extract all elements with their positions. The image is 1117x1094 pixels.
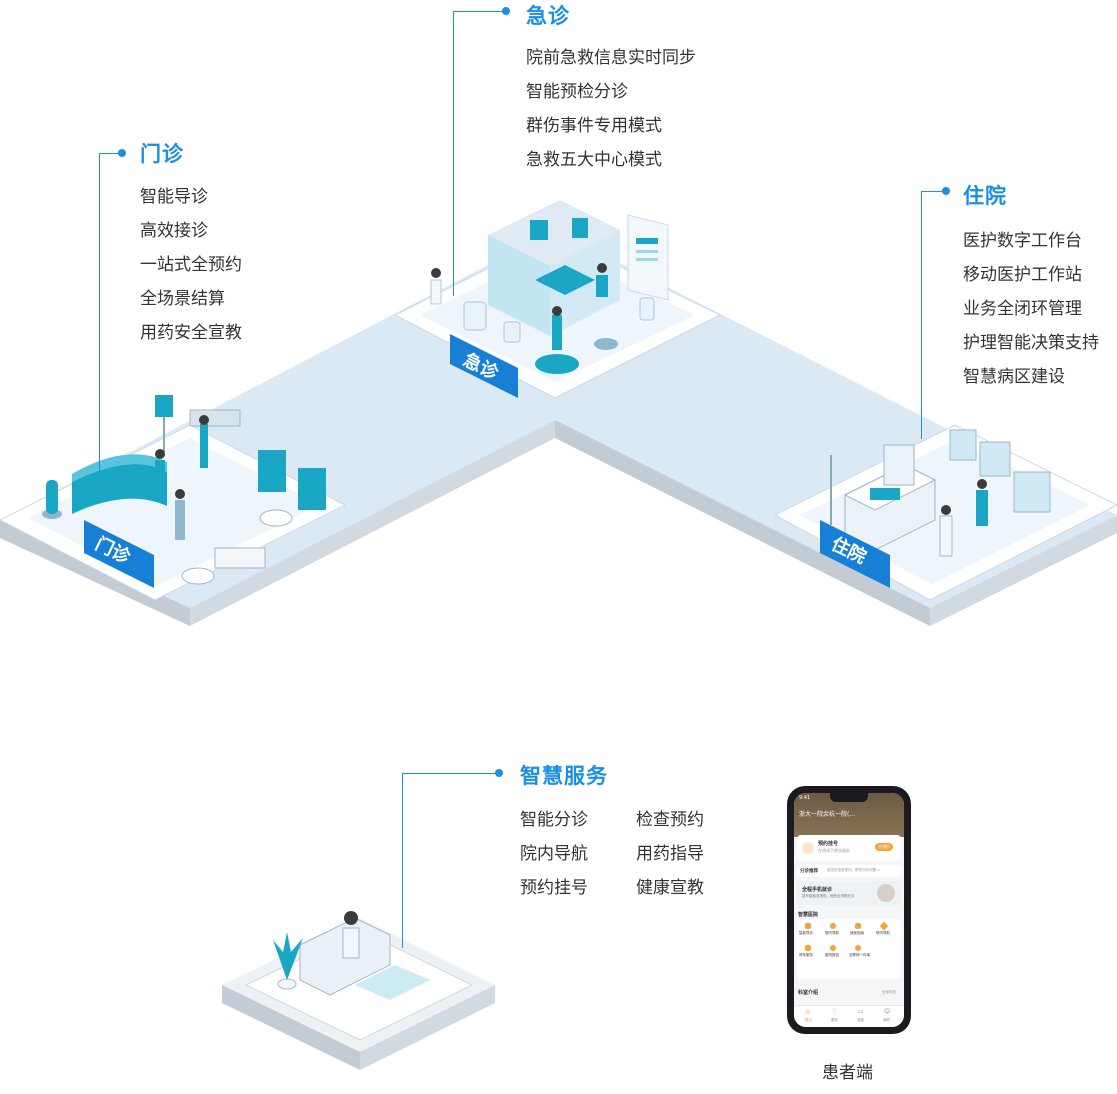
smart-service-title: 智慧服务 (520, 764, 608, 788)
tab-message[interactable]: 消息 (857, 1018, 864, 1022)
smart-service-col2: 检查预约 用药指导 健康宣教 (636, 803, 704, 905)
smart-service-leader-v (402, 773, 403, 948)
emergency-list: 院前急救信息实时同步 智能预检分诊 群伤事件专用模式 急救五大中心模式 (526, 41, 696, 177)
hospital-name[interactable]: 浙大一院余杭一院(... (799, 811, 856, 818)
smart-service-leader-h (402, 773, 498, 774)
emergency-leader-h (453, 11, 508, 12)
smart-hospital-title: 智慧医院 (798, 912, 819, 918)
outpatient-leader-h (99, 153, 121, 154)
emergency-title: 急诊 (526, 4, 570, 28)
outpatient-platform: 门诊 (0, 395, 347, 601)
outpatient-dot (118, 149, 126, 157)
navigation-icon[interactable] (830, 923, 836, 929)
home-icon[interactable]: ⌂ (806, 1008, 810, 1015)
list-item: 院内导航 (520, 844, 588, 864)
list-item: 用药安全宣教 (140, 323, 242, 343)
emergency-leader-v (453, 11, 454, 296)
list-item: 院前急救信息实时同步 (526, 48, 696, 68)
phone-caption: 患者端 (822, 1063, 873, 1083)
list-item: 检查预约 (636, 810, 704, 830)
inpatient-title: 住院 (963, 184, 1007, 208)
appointment-title: 预约挂号 (818, 841, 839, 847)
report-icon[interactable] (830, 945, 836, 951)
smart-service-platform (222, 911, 495, 1070)
inpatient-list: 医护数字工作台 移动医护工作站 业务全闭环管理 护理智能决策支持 智慧病区建设 (963, 224, 1099, 394)
inpatient-platform: 住院 (773, 424, 1117, 601)
grid-label: 院内导航 (825, 931, 839, 935)
dept-more-link[interactable]: 全部科室 (882, 990, 896, 994)
user-icon[interactable]: ☺ (884, 1008, 891, 1015)
list-item: 预约挂号 (520, 878, 588, 898)
inpatient-leader-h (921, 191, 945, 192)
emergency-platform: 急诊 (393, 200, 722, 399)
phone-notch (830, 793, 868, 802)
banner-sub: 挂号缴费查报告，就医全流程在手 (802, 894, 855, 898)
list-item: 智能预检分诊 (526, 82, 628, 102)
grid-label: 智能导诊 (799, 931, 813, 935)
list-item: 群伤事件专用模式 (526, 116, 662, 136)
appointment-card[interactable]: 预约挂号 在线线下就诊服务 去预约 (797, 835, 901, 861)
guide-book-icon[interactable] (855, 923, 861, 929)
list-item: 医护数字工作台 (963, 231, 1082, 251)
list-item: 用药指导 (636, 844, 704, 864)
tab-home[interactable]: 首页 (805, 1018, 812, 1022)
banner-title: 全程手机就诊 (802, 887, 833, 893)
guide-icon[interactable] (805, 923, 811, 929)
appointment-sub: 在线线下就诊服务 (818, 848, 850, 853)
service-grid: 智能导诊 院内导航 就医指南 院内导航 停车服务 医院报告 互联网一件事 (797, 919, 901, 979)
message-icon[interactable]: ▭ (858, 1008, 864, 1015)
tab-bar: ⌂ 首页 ♡ 服务 ▭ 消息 ☺ 我的 (794, 1005, 904, 1027)
list-item: 移动医护工作站 (963, 265, 1082, 285)
outpatient-title: 门诊 (140, 142, 184, 166)
heart-icon[interactable]: ♡ (832, 1008, 838, 1015)
list-item: 护理智能决策支持 (963, 333, 1099, 353)
phone-screen: 9:41 浙大一院余杭一院(... 预约挂号 在线线下就诊服务 去预约 分诊推荐… (794, 793, 904, 1027)
one-stop-icon[interactable] (855, 945, 861, 951)
list-item: 高效接诊 (140, 221, 208, 241)
list-item: 急救五大中心模式 (526, 150, 662, 170)
list-item: 健康宣教 (636, 878, 704, 898)
phone-mockup: 9:41 浙大一院余杭一院(... 预约挂号 在线线下就诊服务 去预约 分诊推荐… (787, 786, 911, 1034)
inpatient-leader-v (921, 191, 922, 439)
triage-text: 用您的语音提问，帮您分析问题 > (827, 868, 881, 872)
grid-label: 停车服务 (799, 953, 813, 957)
banner-person-icon (877, 884, 895, 902)
outpatient-list: 智能导诊 高效接诊 一站式全预约 全场景结算 用药安全宣教 (140, 180, 242, 350)
outpatient-leader-v (99, 153, 100, 473)
inpatient-dot (942, 187, 950, 195)
status-time: 9:41 (799, 795, 811, 801)
appointment-icon (802, 842, 814, 854)
list-item: 智慧病区建设 (963, 367, 1065, 387)
banner[interactable]: 全程手机就诊 挂号缴费查报告，就医全流程在手 (797, 881, 901, 905)
triage-label: 分诊推荐 (800, 869, 818, 874)
grid-label: 院内导航 (876, 931, 890, 935)
parking-icon[interactable] (805, 945, 811, 951)
grid-label: 就医指南 (850, 931, 864, 935)
grid-label: 互联网一件事 (849, 953, 870, 957)
dept-title: 科室介绍 (798, 990, 819, 996)
triage-row[interactable]: 分诊推荐 用您的语音提问，帮您分析问题 > (797, 865, 901, 877)
smart-service-dot (495, 769, 503, 777)
map-icon[interactable] (879, 921, 889, 931)
list-item: 智能导诊 (140, 187, 208, 207)
smart-service-col1: 智能分诊 院内导航 预约挂号 (520, 803, 588, 905)
tab-mine[interactable]: 我的 (883, 1018, 890, 1022)
grid-label: 医院报告 (825, 953, 839, 957)
appointment-button[interactable]: 去预约 (875, 843, 893, 851)
list-item: 全场景结算 (140, 289, 225, 309)
list-item: 业务全闭环管理 (963, 299, 1082, 319)
list-item: 智能分诊 (520, 810, 588, 830)
emergency-dot (502, 7, 510, 15)
tab-service[interactable]: 服务 (831, 1018, 838, 1022)
list-item: 一站式全预约 (140, 255, 242, 275)
